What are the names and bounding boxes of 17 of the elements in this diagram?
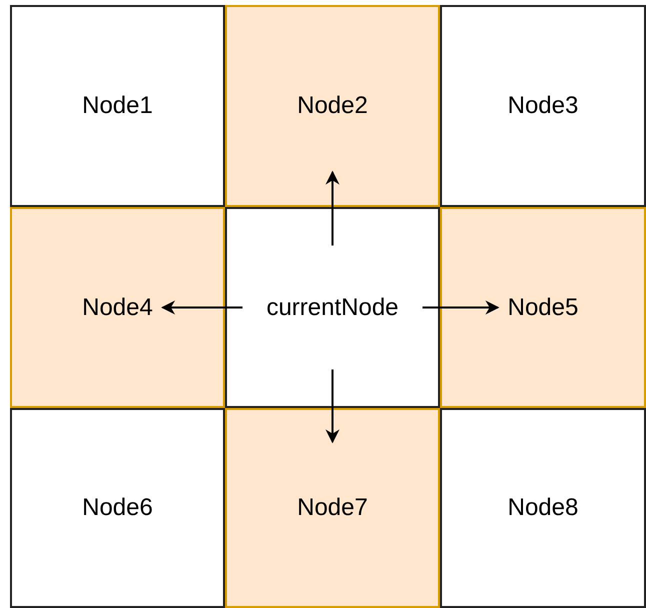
grid-cell: [225, 207, 440, 408]
node-label: Node2: [297, 91, 368, 121]
grid-cell: [10, 5, 225, 207]
arrow: [422, 300, 500, 314]
node-label: Node7: [297, 493, 368, 523]
grid-cell: [225, 5, 440, 207]
grid-cell: [225, 408, 440, 608]
arrow: [326, 370, 340, 444]
grid-cell: [440, 5, 646, 207]
grid-cell: [440, 207, 646, 408]
arrow: [326, 170, 340, 246]
grid-cell: [10, 408, 225, 608]
node-label: Node5: [508, 292, 578, 322]
node-label: Node4: [82, 292, 153, 322]
arrow: [161, 300, 242, 314]
grid-cell: [440, 408, 646, 608]
grid-cell: [10, 207, 225, 408]
